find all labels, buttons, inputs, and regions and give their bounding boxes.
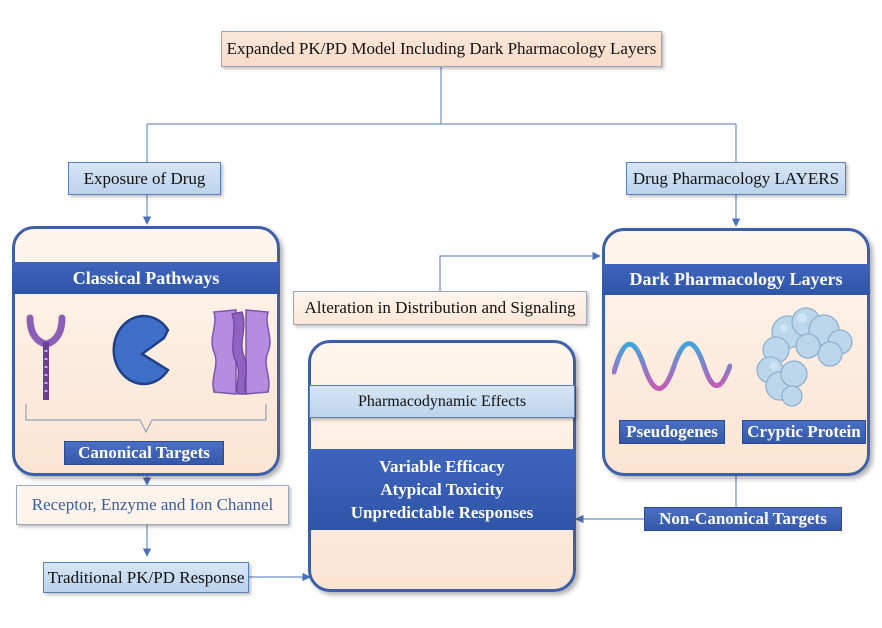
classical-header-text: Classical Pathways [72, 267, 220, 288]
effect-atypical-toxicity: Atypical Toxicity [380, 480, 504, 499]
receptor-text: Receptor, Enzyme and Ion Channel [31, 495, 274, 514]
pd-header-text: Pharmacodynamic Effects [357, 392, 527, 410]
drug-layers-box: Drug Pharmacology LAYERS [626, 162, 846, 195]
canonical-targets-text: Canonical Targets [78, 443, 210, 462]
non-canonical-targets-label: Non-Canonical Targets [644, 507, 842, 531]
receptor-box: Receptor, Enzyme and Ion Channel [16, 485, 289, 525]
exposure-text: Exposure of Drug [83, 168, 206, 188]
drug-layers-text: Drug Pharmacology LAYERS [632, 168, 840, 188]
targets-bracket [25, 404, 267, 434]
effect-variable-efficacy: Variable Efficacy [379, 457, 505, 476]
dark-header: Dark Pharmacology Layers [602, 264, 870, 295]
enzyme-icon [112, 314, 170, 386]
classical-header: Classical Pathways [12, 262, 280, 294]
pseudogenes-label: Pseudogenes [619, 420, 725, 444]
cryptic-protein-text: Cryptic Protein [747, 422, 861, 441]
traditional-text: Traditional PK/PD Response [47, 567, 245, 587]
exposure-box: Exposure of Drug [68, 162, 221, 195]
canonical-targets-label: Canonical Targets [64, 441, 224, 465]
alteration-to-dark-arrow [439, 251, 601, 293]
pd-effects-band: Variable Efficacy Atypical Toxicity Unpr… [308, 449, 576, 530]
alteration-box: Alteration in Distribution and Signaling [293, 291, 587, 325]
dark-header-text: Dark Pharmacology Layers [629, 269, 843, 289]
non-canonical-targets-text: Non-Canonical Targets [659, 509, 827, 528]
cryptic-protein-label: Cryptic Protein [742, 420, 866, 444]
main-title-text: Expanded PK/PD Model Including Dark Phar… [226, 39, 657, 58]
effect-unpredictable-responses: Unpredictable Responses [350, 503, 534, 522]
cryptic-protein-icon [756, 307, 853, 407]
pseudogenes-text: Pseudogenes [626, 422, 718, 441]
main-title: Expanded PK/PD Model Including Dark Phar… [221, 31, 662, 67]
pseudogene-wave-icon [612, 341, 732, 391]
receptor-icon [26, 314, 66, 400]
alteration-text: Alteration in Distribution and Signaling [304, 298, 576, 317]
ion-channel-icon [211, 309, 271, 395]
traditional-box: Traditional PK/PD Response [43, 562, 249, 593]
pd-header: Pharmacodynamic Effects [309, 385, 575, 418]
